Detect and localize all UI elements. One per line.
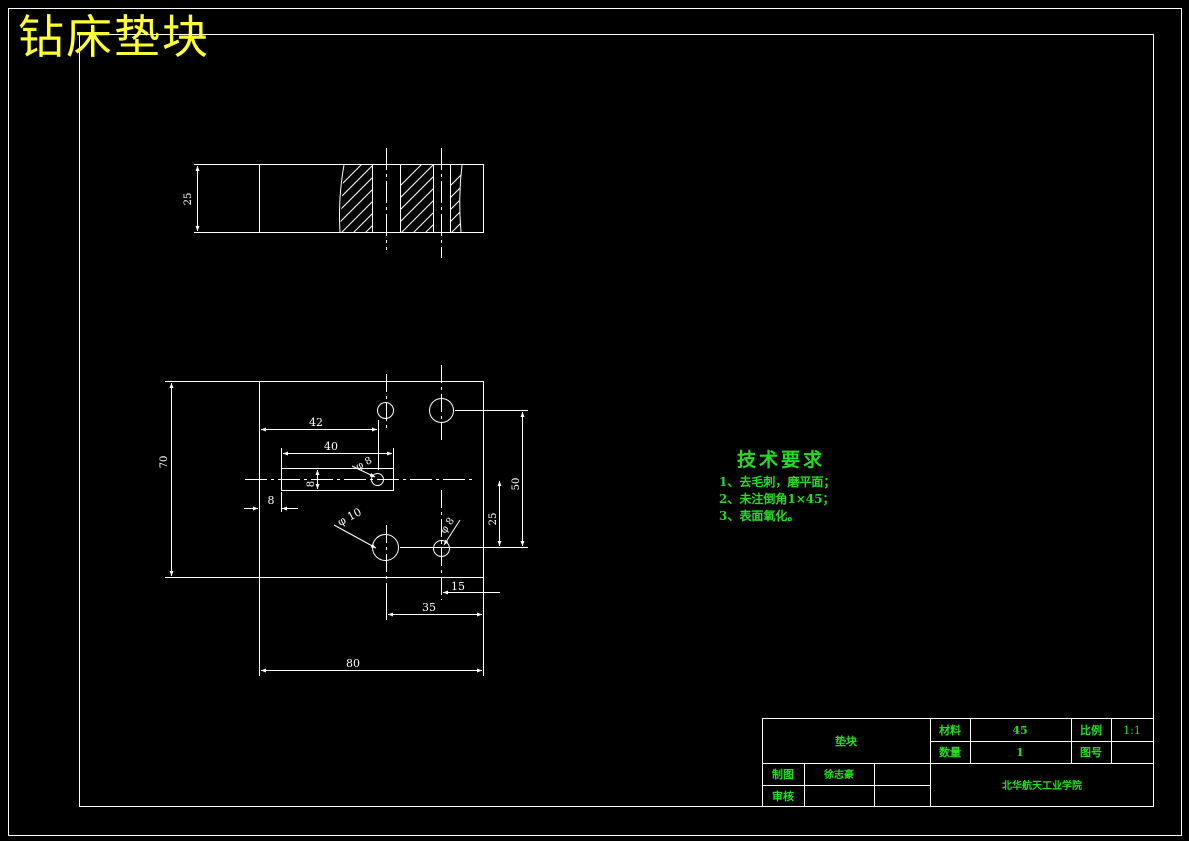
dim-total-80: 80: [346, 657, 360, 670]
tech-requirement-item: 1、去毛刺，磨平面；: [719, 475, 836, 489]
page-title: 钻床垫块: [18, 10, 210, 64]
tech-requirements: 技术要求 1、去毛刺，磨平面； 2、未注倒角1×45； 3、表面氧化。: [719, 446, 835, 525]
dim-dist-15: 15: [451, 580, 465, 593]
dim-dia-small: φ 8: [354, 455, 374, 472]
dim-height-70: 70: [159, 456, 170, 469]
part-name: 垫块: [835, 734, 858, 748]
material-label: 材料: [939, 723, 961, 737]
dim-side-thickness: 25: [183, 193, 194, 206]
drawn-by-label: 制图: [772, 767, 794, 781]
dim-height-25: 25: [488, 513, 499, 526]
tech-requirements-title: 技术要求: [737, 449, 826, 471]
tech-requirement-item: 2、未注倒角1×45；: [719, 492, 835, 506]
tech-requirement-item: 3、表面氧化。: [719, 509, 800, 523]
dim-dia-large: φ 10: [335, 505, 363, 528]
plan-view: [165, 365, 528, 676]
school-name: 北华航天工业学院: [1002, 779, 1082, 792]
inner-border: [79, 34, 1154, 807]
scale-label: 比例: [1080, 723, 1102, 737]
dim-height-50: 50: [511, 478, 522, 491]
drawing-no-label: 图号: [1080, 746, 1102, 759]
dim-width-40: 40: [324, 440, 338, 453]
scale-value: 1:1: [1123, 724, 1141, 737]
material-value: 45: [1012, 724, 1027, 737]
outer-border: [8, 8, 1182, 836]
dim-offset-8: 8: [268, 494, 275, 507]
dim-width-42: 42: [309, 416, 323, 429]
quantity-value: 1: [1016, 746, 1024, 759]
dim-dist-35: 35: [422, 601, 436, 614]
section-view: [194, 148, 484, 258]
drawn-by-value: 徐志豪: [823, 768, 854, 781]
review-label: 审核: [772, 789, 794, 803]
quantity-label: 数量: [939, 745, 961, 759]
title-block: [762, 718, 1154, 807]
dim-slot-height: 8: [306, 481, 317, 487]
